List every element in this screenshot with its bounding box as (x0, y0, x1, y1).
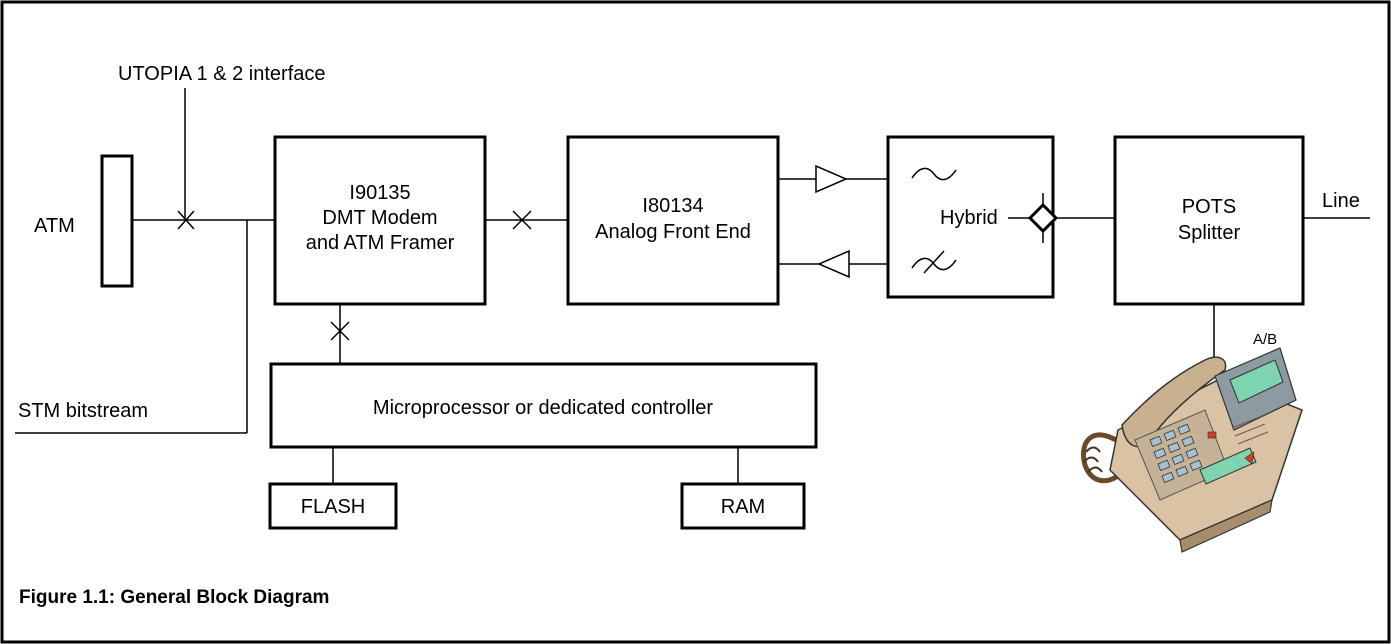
modem-line2: DMT Modem (322, 207, 437, 229)
atm-bar (100, 154, 134, 288)
flash-block (268, 482, 398, 530)
modem-line3: and ATM Framer (306, 232, 455, 254)
interface-cross-icon (512, 210, 532, 230)
amplifier-triangle-icon (815, 164, 848, 194)
pots-line2: Splitter (1178, 222, 1241, 244)
micro-label: Microprocessor or dedicated controller (373, 397, 713, 419)
hybrid-label: Hybrid (940, 207, 998, 229)
ab-label: A/B (1253, 331, 1277, 348)
figure-caption: Figure 1.1: General Block Diagram (19, 587, 329, 608)
ram-block (680, 482, 806, 530)
pots-line1: POTS (1182, 196, 1236, 218)
micro-block (269, 362, 818, 449)
stm-label: STM bitstream (18, 400, 148, 422)
pots-block (1113, 135, 1305, 306)
diamond-junction-icon (1027, 202, 1059, 234)
tilde-icon (911, 257, 957, 271)
ram-label: RAM (721, 496, 765, 518)
interface-cross-icon (177, 210, 195, 230)
atm-label: ATM (34, 215, 75, 237)
afe-block (566, 135, 780, 306)
flash-label: FLASH (301, 496, 365, 518)
interface-cross-icon (330, 321, 350, 341)
afe-line1: I80134 (642, 195, 703, 217)
strike-mark (923, 250, 945, 274)
tilde-icon (911, 167, 957, 181)
utopia-label: UTOPIA 1 & 2 interface (118, 63, 326, 85)
line-label: Line (1322, 190, 1360, 212)
afe-line2: Analog Front End (595, 221, 751, 243)
telephone-icon (1081, 347, 1303, 553)
modem-line1: I90135 (349, 182, 410, 204)
